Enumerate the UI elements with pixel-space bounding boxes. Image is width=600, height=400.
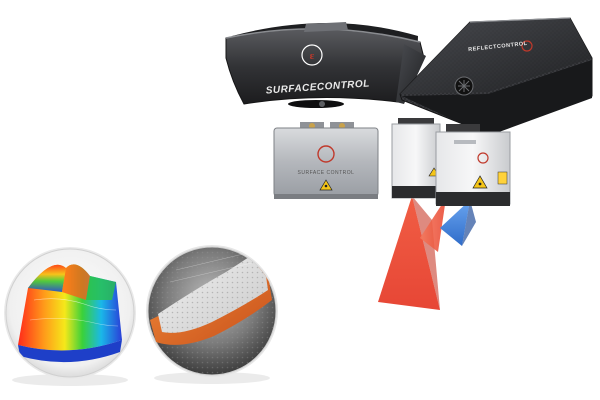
blue-laser-beam [440,200,476,246]
red-laser-beam-secondary [420,198,446,252]
laser-camera-unit-left [391,118,441,199]
height-map-3d-circle [4,247,136,386]
laser-camera-unit-right [435,124,511,206]
laser-warning-icon [319,179,333,191]
red-laser-beam [378,196,440,310]
surface-scan-circle [146,245,278,384]
fan-vent-icon [454,76,474,96]
surface-control-sensor-head: ε SURFACECONTROL [225,22,426,108]
controller-box-label: SURFACE CONTROL [298,170,355,176]
reflect-control-sensor-head: REFLECTCONTROL [399,17,593,136]
brand-logo-icon: ε [301,44,323,66]
svg-text:ε: ε [310,50,315,62]
laser-warning-icon [472,175,488,189]
controller-box: SURFACE CONTROL [273,122,379,199]
